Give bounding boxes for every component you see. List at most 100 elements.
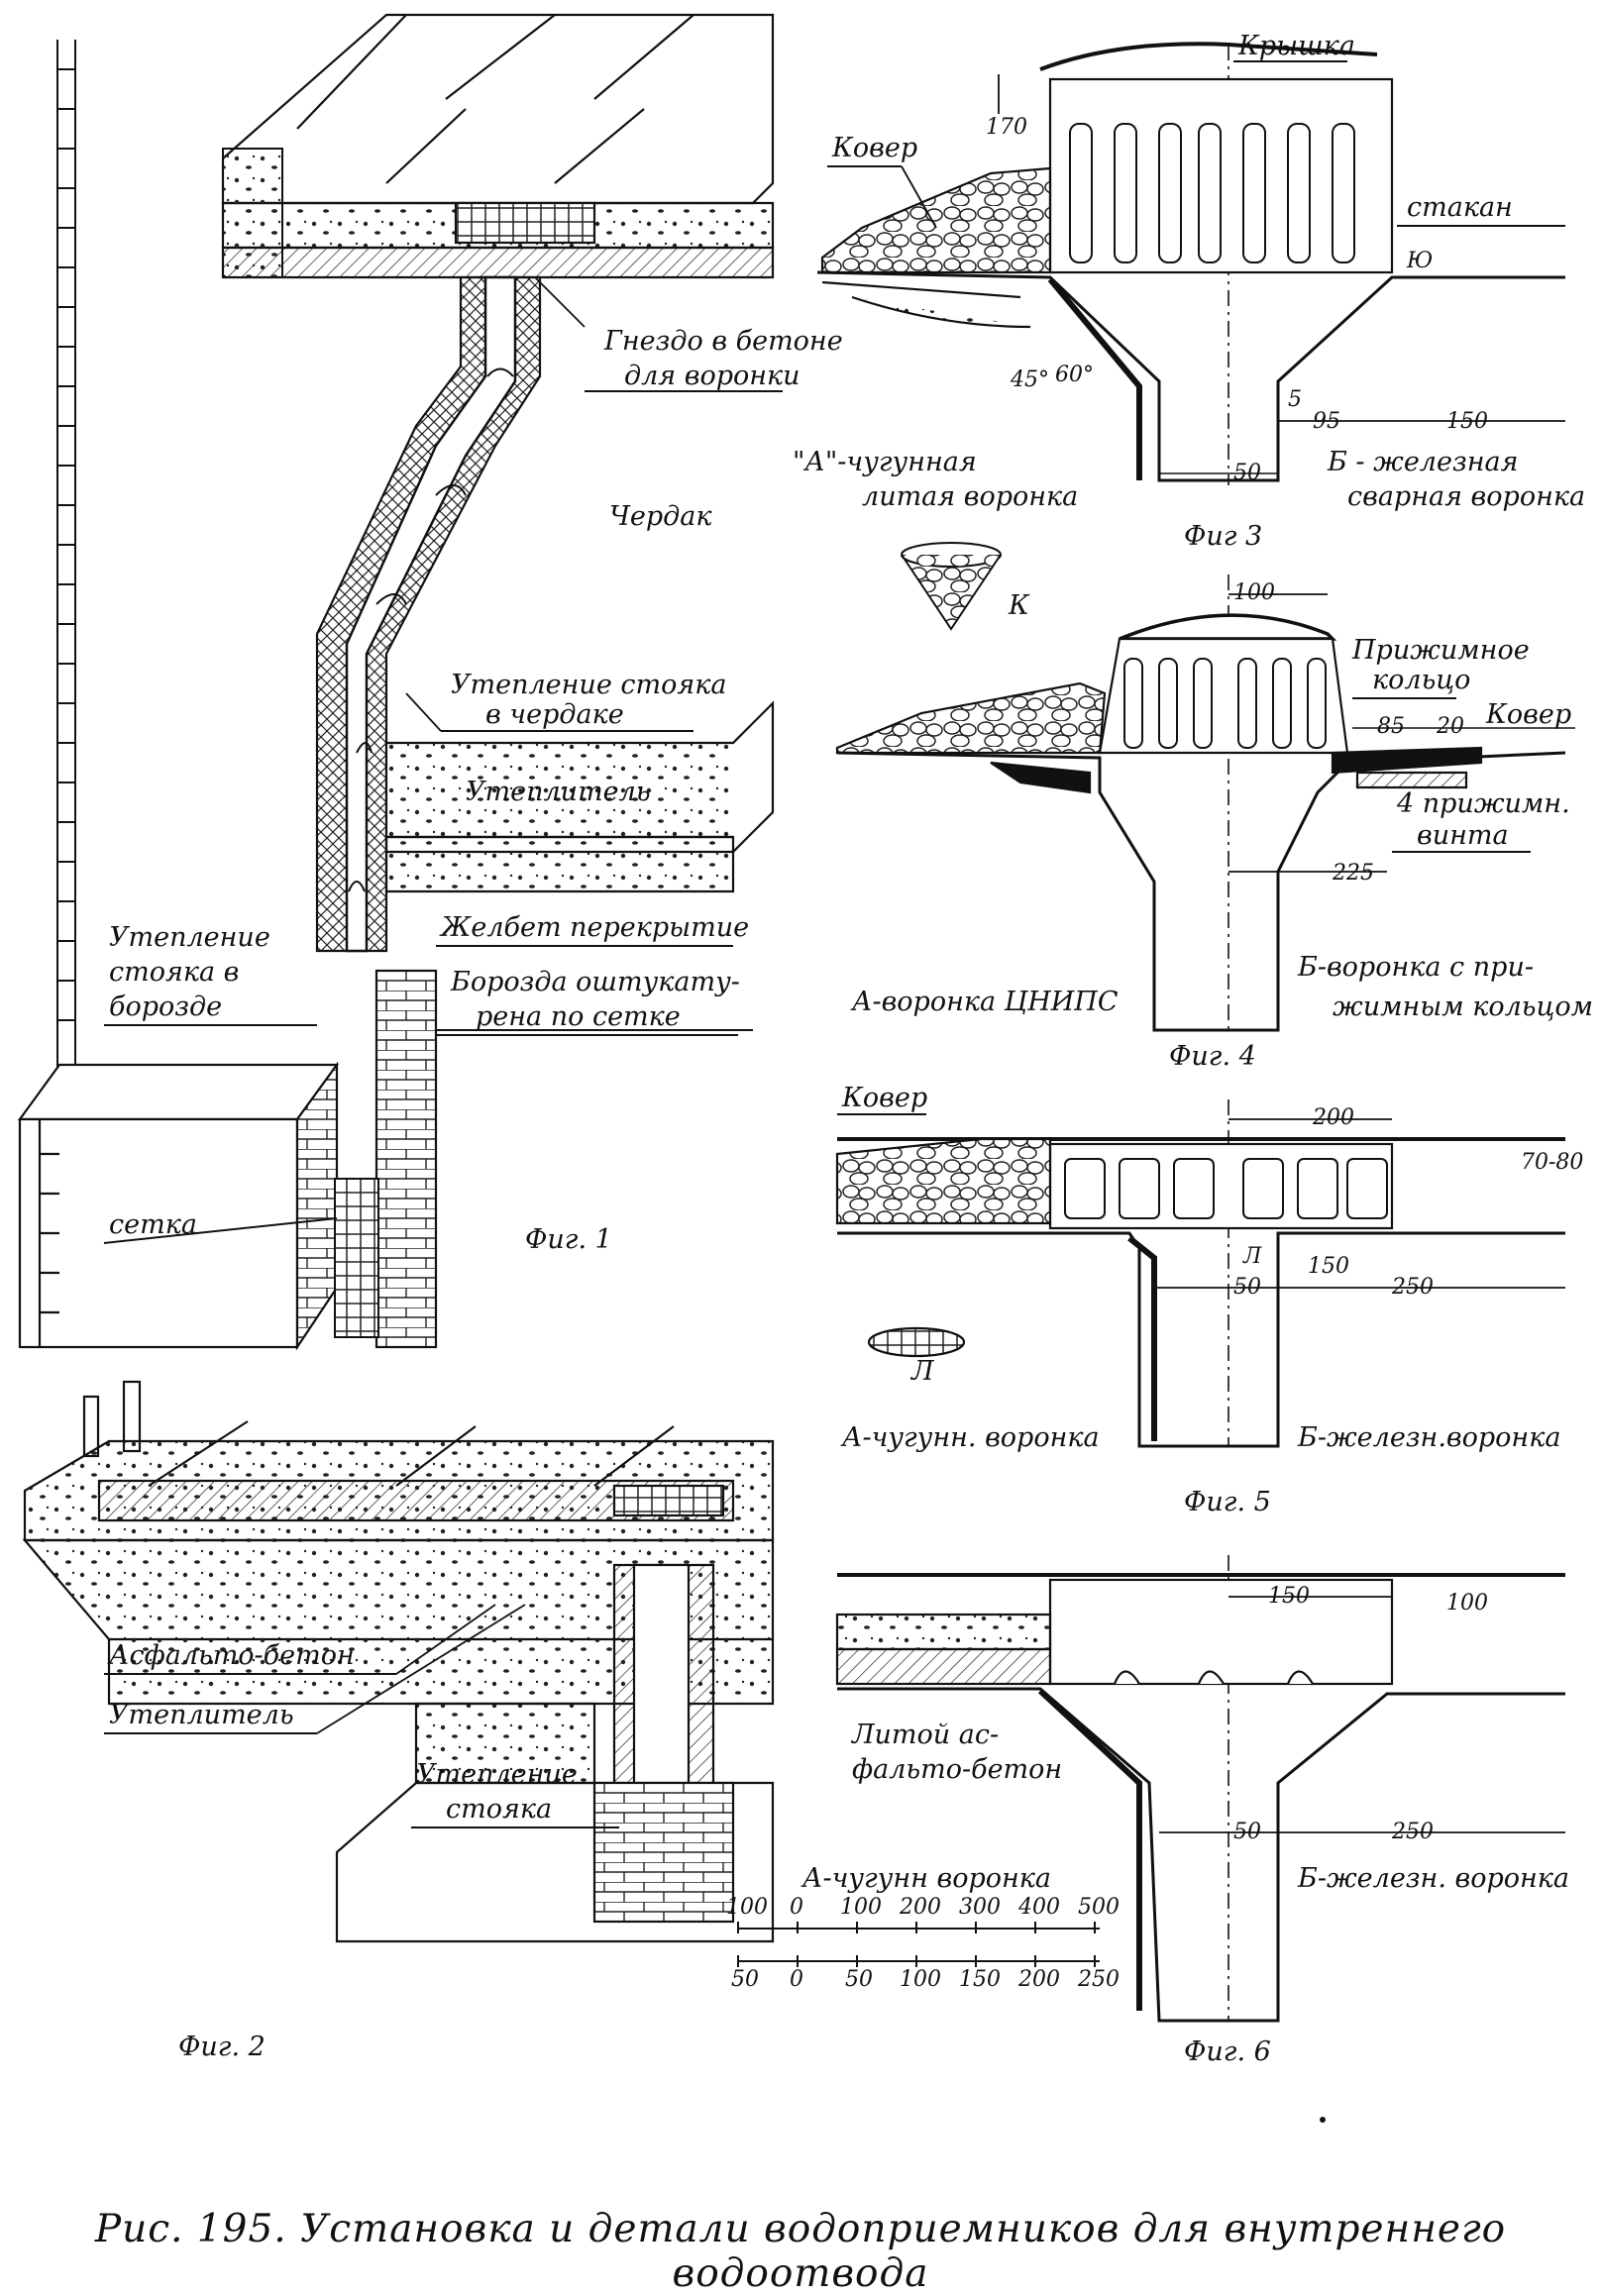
scale-bottom-tick: 250 [1077, 1967, 1120, 1992]
label-fig2-riser-line2: стояка [446, 1794, 552, 1825]
label-slab: Желбет перекрытие [439, 912, 749, 943]
dim-fig4-d225: 225 [1332, 861, 1374, 886]
lower-wall [17, 969, 438, 1351]
label-strainer-mark: К [1008, 590, 1030, 621]
dim-fig4-d100: 100 [1233, 580, 1275, 605]
scale-bottom-tick: 50 [731, 1967, 759, 1992]
label-insulation: Утеплитель [466, 777, 651, 807]
label-fig4-carpet: Ковер [1485, 699, 1571, 730]
figure-4-title: Фиг. 4 [1169, 1041, 1256, 1072]
label-screws-line2: винта [1417, 820, 1509, 851]
figure-5-labels: Ковер 200 70-80 Л 150 50 250 Л А-чугунн.… [837, 1083, 1583, 1517]
label-riser-groove-line1: Утепление [109, 922, 270, 953]
label-groove-line1: Борозда оштукату- [450, 967, 740, 997]
figure-5-title: Фиг. 5 [1184, 1487, 1271, 1517]
parapet [222, 148, 283, 278]
strainer-k [901, 542, 1002, 631]
scale-bar: 100 0 100 200 300 400 500 50 0 50 100 15… [726, 1895, 1120, 1992]
scale-top-tick: 300 [959, 1895, 1001, 1920]
scale-bottom-tick: 100 [900, 1967, 941, 1992]
label-fig5-carpet: Ковер [841, 1083, 927, 1113]
label-riser-attic-line2: в чердаке [485, 699, 624, 730]
label-cup-mark: Ю [1406, 249, 1433, 273]
label-fig5-left: А-чугунн. воронка [840, 1422, 1100, 1453]
label-nest-line1: Гнездо в бетоне [603, 326, 843, 357]
figure-4-labels: 100 Прижимное кольцо 85 20 Ковер 4 прижи… [850, 580, 1593, 1072]
dim-fig6-d250: 250 [1391, 1820, 1434, 1844]
label-fig4-right-line2: жимным кольцом [1333, 991, 1593, 1022]
dim-fig5-d150: 150 [1308, 1254, 1349, 1279]
dim-fig5-grate-mark: Л [1242, 1244, 1262, 1269]
label-fig5-grate-mark2: Л [909, 1356, 935, 1387]
scale-bottom-tick: 0 [790, 1967, 803, 1992]
label-fig3-right-line1: Б - железная [1327, 447, 1518, 477]
label-fig6-right: Б-железн. воронка [1297, 1863, 1569, 1894]
label-riser-attic-line1: Утепление стояка [451, 670, 726, 700]
label-ring-line1: Прижимное [1351, 635, 1530, 666]
figure-3-labels: Крышка Ковер 170 стакан Ю 45° 60° 5 95 1… [793, 31, 1585, 621]
dim-fig6-d100: 100 [1446, 1591, 1488, 1616]
dim-fig5-d70-80: 70-80 [1521, 1150, 1583, 1175]
figure-6-labels: 150 100 Литой ас- фальто-бетон 50 250 А-… [800, 1584, 1569, 2067]
label-asphalt: Асфальто-бетон [107, 1640, 355, 1671]
riser-pipe [315, 275, 542, 953]
scale-top-tick: 0 [790, 1895, 803, 1920]
figure-2-title: Фиг. 2 [178, 2032, 266, 2062]
brick-wall [56, 40, 76, 1080]
label-fig6-left: А-чугунн воронка [800, 1863, 1051, 1894]
label-fig5-right: Б-железн.воронка [1297, 1422, 1560, 1453]
dim-d150: 150 [1446, 409, 1488, 434]
label-riser-groove-line3: борозде [109, 991, 222, 1022]
figure-6-title: Фиг. 6 [1184, 2036, 1271, 2067]
scale-top-tick: 200 [899, 1895, 941, 1920]
figure-3-drawing [816, 42, 1565, 485]
roof-deck [221, 13, 775, 279]
label-cup: стакан [1407, 192, 1513, 223]
dim-fig5-d250: 250 [1391, 1275, 1434, 1300]
label-fig3-right-line2: сварная воронка [1347, 481, 1585, 512]
dim-five: 5 [1288, 387, 1302, 412]
label-cover: Крышка [1237, 31, 1355, 61]
label-screws-line1: 4 прижимн. [1396, 788, 1570, 819]
dim-fig3-d50: 50 [1233, 461, 1261, 485]
dim-fig4-d85: 85 [1377, 714, 1405, 739]
scale-top-tick: 100 [726, 1895, 768, 1920]
dim-angle2: 60° [1055, 363, 1094, 387]
scale-bottom-tick: 150 [959, 1967, 1001, 1992]
stray-dot [1320, 2117, 1326, 2123]
label-nest-line2: для воронки [624, 361, 800, 391]
label-riser-groove-line2: стояка в [109, 957, 239, 988]
figure-6-drawing [835, 1555, 1565, 2023]
scale-top-tick: 500 [1078, 1895, 1120, 1920]
label-fig2-insulation: Утеплитель [109, 1700, 294, 1730]
groove-mesh [334, 1178, 379, 1338]
dim-angle1: 45° [1010, 367, 1049, 392]
figure-1-drawing [17, 13, 775, 1351]
figure-4-drawing [835, 574, 1566, 1032]
dim-fig5-d50: 50 [1233, 1275, 1261, 1300]
label-fig4-left: А-воронка ЦНИПС [850, 987, 1119, 1017]
figure-5-drawing [835, 1099, 1565, 1448]
figure-caption: Рис. 195. Установка и детали водоприемни… [94, 2207, 1507, 2296]
dim-fig6-d50: 50 [1233, 1820, 1261, 1844]
dim-d95: 95 [1313, 409, 1340, 434]
label-ring-line2: кольцо [1372, 665, 1470, 695]
dim-fig3-height: 170 [986, 115, 1027, 140]
figure-1-title: Фиг. 1 [525, 1224, 612, 1255]
label-fig4-right-line1: Б-воронка с при- [1297, 952, 1534, 983]
dim-fig4-d20: 20 [1436, 714, 1464, 739]
scale-bottom-tick: 200 [1017, 1967, 1060, 1992]
scale-bottom-tick: 50 [845, 1967, 873, 1992]
scale-top-tick: 100 [840, 1895, 882, 1920]
scale-top-tick: 400 [1017, 1895, 1060, 1920]
attic-slab [384, 700, 775, 893]
label-attic: Чердак [609, 501, 712, 532]
label-fig3-left-line2: литая воронка [862, 481, 1078, 512]
dim-fig6-d150: 150 [1268, 1584, 1310, 1609]
label-fig3-carpet: Ковер [831, 133, 917, 163]
label-fig2-riser-line1: Утепление [416, 1759, 578, 1790]
label-fig6-asphalt-line2: фальто-бетон [852, 1754, 1062, 1785]
figure-2-drawing [22, 1380, 775, 1943]
figure-3-title: Фиг 3 [1184, 521, 1262, 552]
